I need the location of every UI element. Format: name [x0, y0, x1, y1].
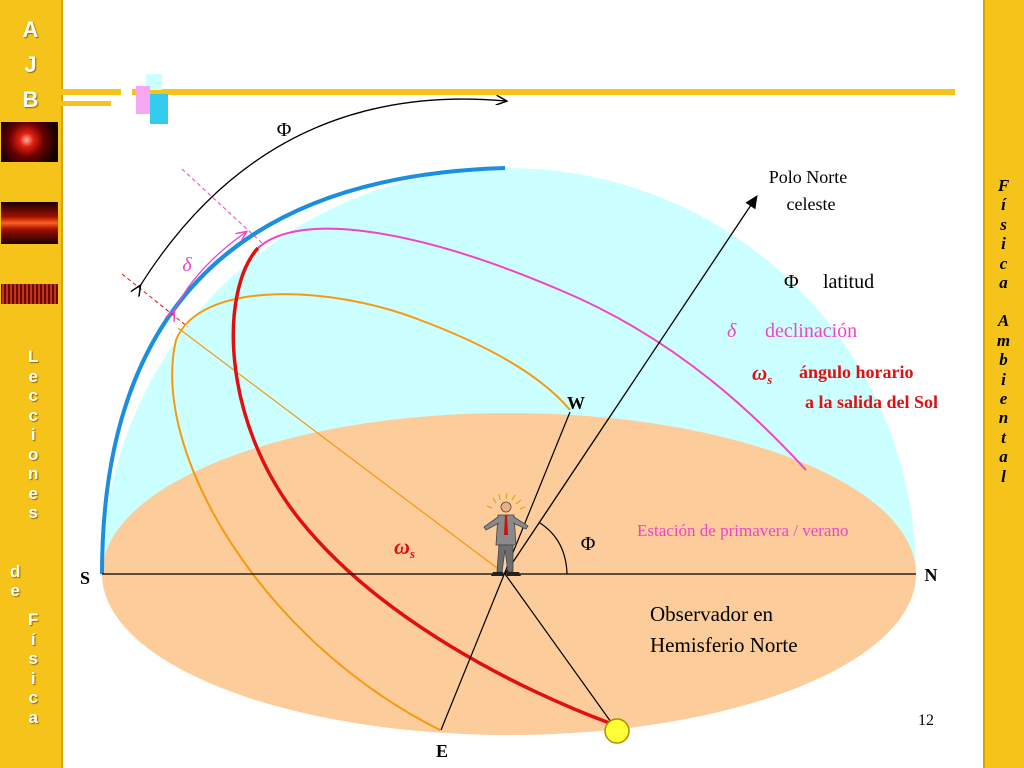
letter: e [999, 389, 1008, 409]
letter: F [28, 610, 39, 629]
latitude-angle-arc [539, 522, 568, 575]
omega-subscript: s [409, 546, 415, 561]
season-label: Estación de primavera / verano [637, 521, 848, 540]
letter: m [996, 330, 1011, 350]
letter: c [28, 405, 38, 425]
header-square [150, 94, 168, 124]
vertical-word-fisica: F í s i c a [28, 610, 38, 727]
reference-line [181, 168, 263, 244]
vertical-word-lecciones: L e c c i o n e s [28, 347, 38, 523]
letter: n [28, 464, 39, 483]
west-label: W [567, 393, 585, 413]
vertical-word-de: d e [10, 562, 20, 600]
letter: a [999, 447, 1008, 467]
observer-label-line1: Observador en [650, 602, 774, 626]
sun-icon [604, 718, 630, 744]
legend-delta-symbol: δ [727, 320, 737, 342]
declination-path [257, 227, 807, 471]
lab-photo-thumbnail [1, 122, 58, 162]
page-number: 12 [918, 712, 934, 729]
spectrum-thumbnail [1, 284, 58, 304]
observer-tie [504, 515, 508, 535]
letter: b [999, 350, 1008, 370]
letter: i [30, 425, 36, 444]
legend-omega-line1: ángulo horario [799, 362, 914, 382]
letter: L [28, 347, 39, 366]
east-west-line [440, 411, 571, 731]
letter: i [1001, 234, 1006, 254]
initial-letter: J [24, 52, 37, 77]
header-bar [61, 89, 121, 95]
letter: c [28, 688, 38, 707]
pole-label-line1: Polo Norte [769, 167, 848, 187]
letter: o [28, 444, 39, 464]
sunrise-direction-line [504, 573, 612, 723]
surprise-lines [486, 492, 526, 510]
right-sidebar [983, 0, 1024, 768]
legend-omega-line2: a la salida del Sol [805, 392, 938, 412]
observer-label-line2: Hemisferio Norte [650, 633, 798, 657]
letter: n [998, 408, 1009, 428]
east-label: E [436, 741, 448, 761]
legend-phi-symbol: Φ [784, 271, 799, 293]
legend-delta-text: declinación [765, 320, 857, 342]
letter: e [10, 581, 20, 600]
letter: A [997, 311, 1010, 331]
header-decoration [61, 74, 955, 124]
letter: a [28, 707, 38, 727]
legend-phi-text: latitud [823, 271, 874, 293]
phi-arc-label: Φ [277, 119, 292, 141]
letter: í [30, 629, 36, 649]
phi-angle-label: Φ [581, 533, 596, 555]
letter: e [28, 483, 38, 503]
letter: i [30, 668, 36, 688]
letter: a [999, 273, 1008, 293]
omega-symbol: ω [752, 361, 767, 385]
observer-head [500, 501, 512, 513]
north-label: N [925, 565, 938, 585]
observer-shoes [491, 572, 521, 576]
pole-label-line2: celeste [787, 194, 836, 214]
letter: c [28, 386, 38, 405]
legend-omega-symbol: ωs [752, 361, 772, 387]
omega-s-label: ωs [394, 534, 415, 561]
delta-arc-label: δ [182, 254, 192, 276]
initial-letter: B [22, 87, 39, 112]
header-square [136, 86, 150, 114]
celestial-pole-axis [504, 195, 758, 575]
letter: i [1001, 369, 1006, 389]
vertical-title-fisica-ambiental: F í s i c a A m b i e n t a l [983, 176, 1024, 486]
letter: e [28, 366, 38, 386]
celestial-equator [171, 293, 571, 731]
initials-ajb: A J B [0, 12, 61, 117]
sun-path-arc [231, 246, 613, 726]
letter: d [10, 562, 21, 581]
omega-subscript: s [766, 372, 772, 387]
observer-figure [483, 492, 529, 576]
letter: s [1000, 214, 1007, 234]
header-bar [132, 89, 955, 95]
observer-arms [483, 516, 529, 531]
declination-arc-arrow [174, 232, 246, 311]
letter: F [997, 176, 1010, 195]
letter: s [28, 503, 38, 522]
letter: s [28, 649, 38, 668]
letter: t [1001, 427, 1006, 447]
omega-symbol: ω [394, 534, 410, 559]
south-label: S [80, 568, 90, 588]
lab-photo-thumbnail [1, 202, 58, 244]
header-bar [61, 101, 111, 106]
letter: l [1001, 466, 1006, 486]
letter: í [1001, 195, 1006, 215]
initial-letter: A [22, 17, 39, 42]
letter: c [999, 253, 1008, 273]
equator-diameter-line [177, 327, 506, 575]
